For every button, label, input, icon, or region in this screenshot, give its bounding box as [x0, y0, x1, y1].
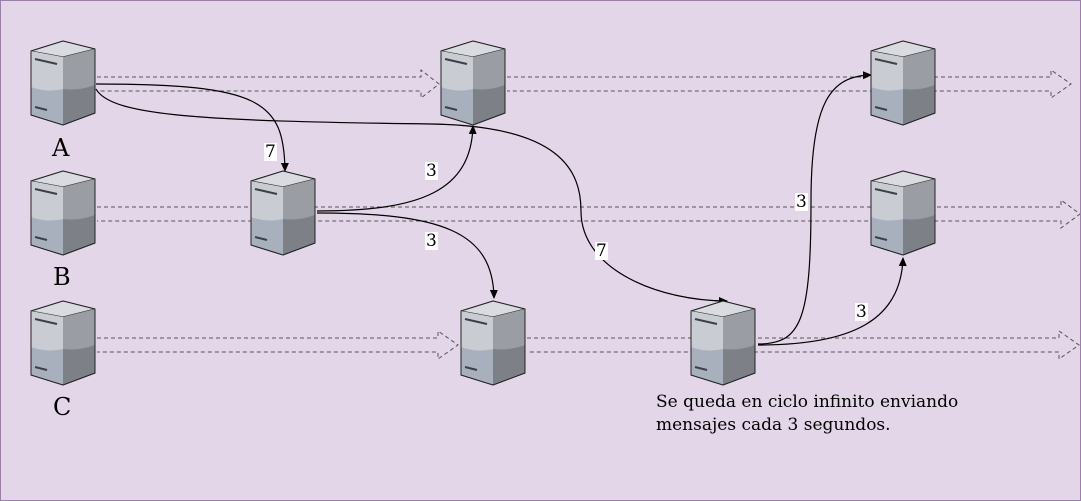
delay-label: 3	[795, 192, 808, 212]
server-icon	[30, 40, 96, 126]
arrow-b2-to-a2	[316, 125, 477, 212]
server-icon	[30, 300, 96, 386]
node-label-a: A	[52, 134, 70, 162]
server-icon	[690, 300, 756, 386]
arrow-a-to-c3	[95, 88, 728, 305]
arrow-c3-to-b3	[757, 257, 907, 346]
arrow-b2-to-c2	[316, 212, 498, 299]
arrow-a-to-b2	[95, 83, 289, 172]
delay-label: 3	[425, 161, 438, 181]
server-icon	[870, 170, 936, 256]
delay-label: 7	[595, 241, 608, 261]
delay-label: 3	[425, 231, 438, 251]
timeline-c	[97, 330, 1080, 360]
server-icon	[460, 300, 526, 386]
timeline-a	[97, 68, 1072, 100]
caption-line-1: Se queda en ciclo infinito enviando	[656, 392, 959, 412]
delay-label: 3	[855, 302, 868, 322]
timeline-b	[97, 199, 1080, 229]
node-label-b: B	[53, 263, 71, 291]
caption: Se queda en ciclo infinito enviando mens…	[656, 391, 958, 437]
server-icon	[30, 170, 96, 256]
arrow-c3-to-a3	[757, 71, 872, 345]
delay-label: 7	[264, 142, 277, 162]
caption-line-2: mensajes cada 3 segundos.	[656, 415, 891, 435]
node-label-c: C	[53, 393, 72, 421]
server-icon	[250, 170, 316, 256]
server-icon	[440, 40, 506, 126]
server-icon	[870, 40, 936, 126]
